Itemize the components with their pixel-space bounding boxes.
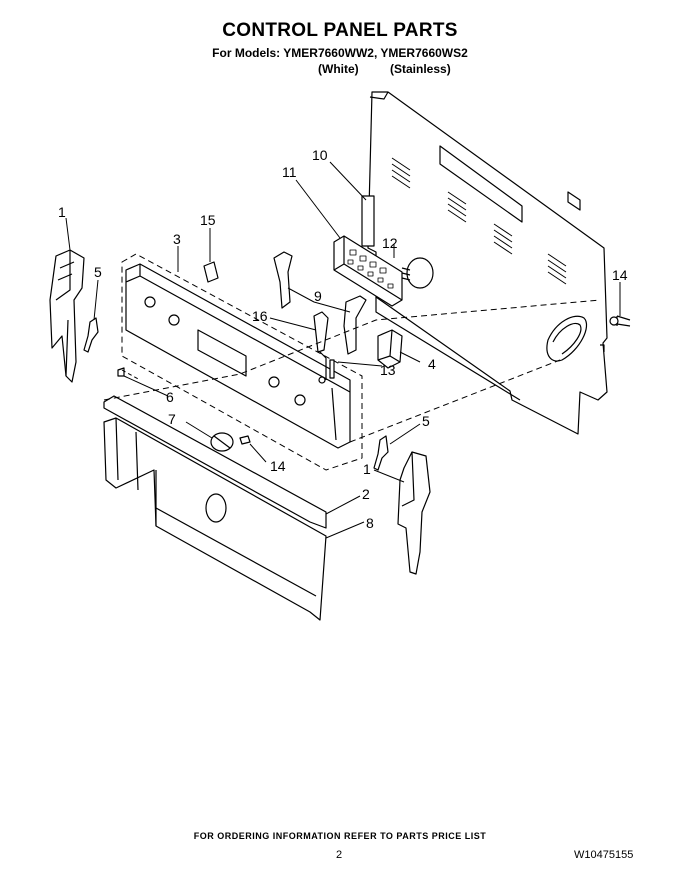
- callout-3: 3: [173, 231, 181, 247]
- end-cap-right: [397, 451, 431, 575]
- callout-13: 13: [380, 362, 396, 378]
- callout-7: 7: [168, 411, 176, 427]
- switch-harness: [313, 311, 329, 380]
- callout-2: 2: [362, 486, 370, 502]
- callout-12: 12: [382, 235, 398, 251]
- callout-4: 4: [428, 356, 436, 372]
- screw-right: [609, 315, 631, 327]
- variant-white-label: (White): [318, 62, 359, 76]
- callout-5-left: 5: [94, 264, 102, 280]
- spring-clip-left: [83, 317, 99, 353]
- callout-5-right: 5: [422, 413, 430, 429]
- screw-center: [329, 359, 335, 379]
- page-title: CONTROL PANEL PARTS: [222, 20, 458, 41]
- callout-6: 6: [166, 389, 174, 405]
- callout-16: 16: [252, 308, 268, 324]
- variant-stainless-label: (Stainless): [390, 62, 451, 76]
- callout-14-right: 14: [612, 267, 628, 283]
- electronic-control-board: [333, 235, 403, 307]
- leader-lines: [65, 161, 621, 539]
- panel-clip: [203, 261, 219, 283]
- document-id: W10475155: [574, 849, 634, 861]
- assembly-outline: [121, 253, 363, 471]
- ordering-note: FOR ORDERING INFORMATION REFER TO PARTS …: [193, 831, 487, 841]
- callout-10: 10: [312, 147, 328, 163]
- callout-15: 15: [200, 212, 216, 228]
- bracket-upper: [273, 251, 293, 309]
- bracket-lower: [343, 295, 367, 355]
- callout-1-right: 1: [363, 461, 371, 477]
- models-line: For Models: YMER7660WW2, YMER7660WS2: [212, 46, 468, 60]
- page-number: 2: [336, 849, 343, 861]
- callout-14-bottom: 14: [270, 458, 286, 474]
- callout-11: 11: [282, 164, 297, 180]
- callout-1-left: 1: [58, 204, 66, 220]
- manifold-panel: [103, 395, 327, 621]
- bushing: [401, 257, 434, 289]
- control-knob: [210, 432, 251, 452]
- callout-8: 8: [366, 515, 374, 531]
- rear-control-panel: [361, 91, 608, 435]
- callout-9: 9: [314, 288, 322, 304]
- end-cap-left: [49, 249, 85, 383]
- spring-clip-right: [373, 435, 389, 471]
- screw-left: [117, 367, 125, 377]
- relay-switch: [377, 329, 403, 369]
